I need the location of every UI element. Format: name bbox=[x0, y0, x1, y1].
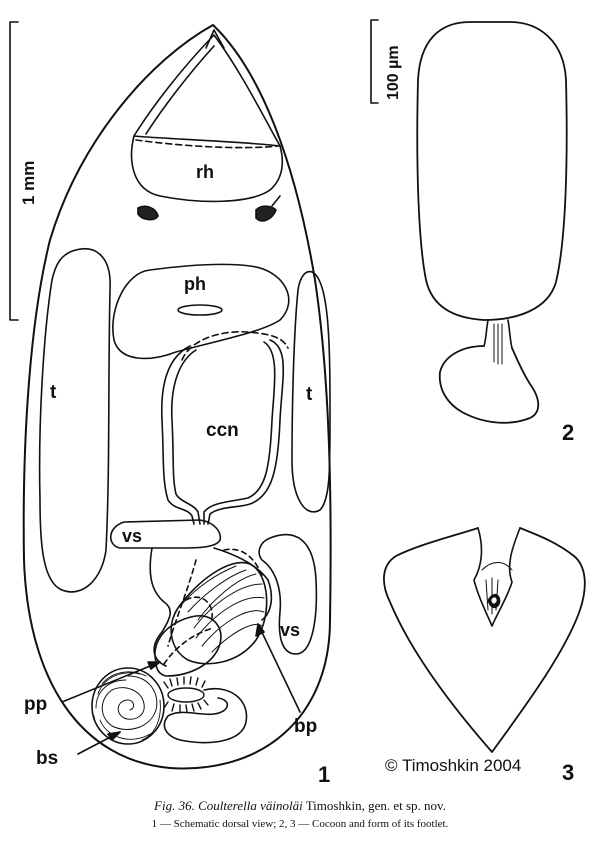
testis-right bbox=[291, 270, 331, 513]
caption-species: Coulterella väinoläi bbox=[198, 798, 303, 813]
bursa-copulatrix bbox=[170, 561, 268, 665]
pointer-bp-arrowhead bbox=[255, 623, 265, 637]
cocoon-fig2 bbox=[416, 21, 568, 424]
label-rh: rh bbox=[196, 162, 214, 182]
penis-papilla-dashed bbox=[163, 596, 215, 665]
scale-bar-100um bbox=[370, 19, 379, 104]
rhynchocoel bbox=[130, 135, 284, 203]
copulatory-canal bbox=[160, 339, 285, 525]
rhynchocoel-dashed-line bbox=[135, 139, 279, 149]
label-bp: bp bbox=[294, 716, 317, 737]
label-vs-left: vs bbox=[122, 526, 142, 546]
caption-rest: Timoshkin, gen. et sp. nov. bbox=[302, 798, 446, 813]
pointer-bs-arrowhead bbox=[107, 731, 121, 741]
pharynx-opening bbox=[177, 304, 223, 316]
copulatory-canal-inner bbox=[170, 341, 276, 525]
proboscis-cone-inner bbox=[145, 45, 215, 135]
label-vs-right: vs bbox=[280, 620, 300, 640]
figure-number-3: 3 bbox=[562, 760, 574, 785]
testis-left bbox=[38, 248, 111, 593]
footlet-fig3 bbox=[383, 527, 586, 753]
caption-line-2: 1 — Schematic dorsal view; 2, 3 — Cocoon… bbox=[151, 818, 449, 830]
pointer-pp bbox=[61, 661, 161, 703]
eye-right-stalk bbox=[271, 195, 281, 207]
label-t-right: t bbox=[306, 384, 313, 405]
label-t-left: t bbox=[50, 382, 57, 403]
copulatory-canal-dashed bbox=[181, 330, 289, 361]
vesicula-seminalis-left bbox=[109, 519, 222, 549]
label-ccn: ccn bbox=[206, 420, 239, 441]
caption-prefix: Fig. 36. bbox=[154, 798, 195, 813]
eye-left bbox=[137, 205, 159, 221]
body-outline bbox=[22, 24, 332, 770]
copyright-notice: © Timoshkin 2004 bbox=[385, 756, 522, 775]
vesicula-seminalis-right bbox=[258, 533, 318, 655]
caption-line-1: Fig. 36. Coulterella väinoläi Timoshkin,… bbox=[0, 798, 600, 814]
eye-right bbox=[255, 205, 277, 222]
scale-bar-1mm bbox=[9, 21, 19, 321]
figure-number-1: 1 bbox=[318, 762, 330, 787]
bursa-spiral bbox=[91, 667, 165, 745]
figure-number-2: 2 bbox=[562, 420, 574, 445]
scale-label-1mm: 1 mm bbox=[19, 161, 38, 205]
pointer-pp-arrowhead bbox=[147, 661, 161, 670]
atrium-bristles bbox=[163, 676, 209, 713]
pharynx bbox=[112, 263, 290, 360]
posterior-loop bbox=[163, 687, 248, 744]
scale-label-100um: 100 µm bbox=[385, 45, 402, 100]
label-bs: bs bbox=[36, 748, 58, 769]
anterior-pit bbox=[205, 29, 225, 49]
label-ph: ph bbox=[184, 274, 206, 294]
penis-papilla bbox=[154, 615, 222, 677]
label-pp: pp bbox=[24, 694, 47, 715]
proboscis-cone bbox=[133, 34, 281, 147]
pointer-bp bbox=[257, 623, 301, 713]
